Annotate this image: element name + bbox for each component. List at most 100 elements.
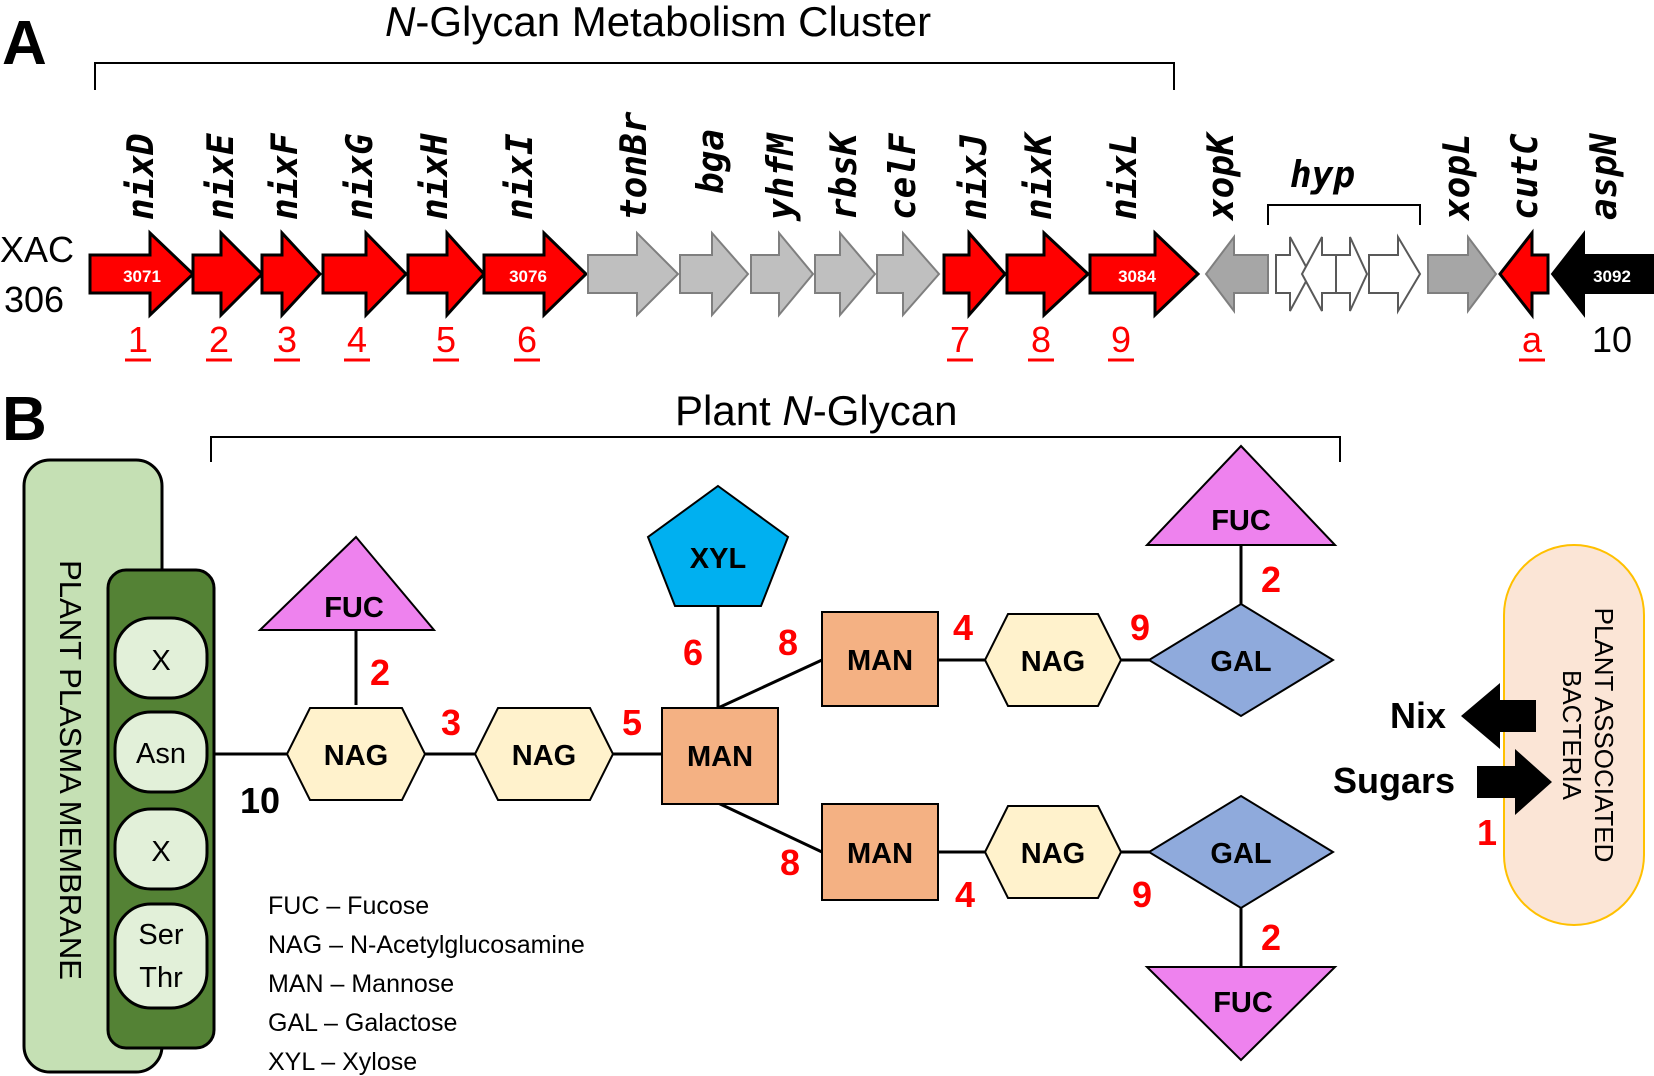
cluster-title: N-Glycan Metabolism Cluster — [385, 0, 931, 45]
gene-arrow-nixG — [321, 229, 409, 319]
plasma-membrane-label: PLANT PLASMA MEMBRANE — [53, 560, 88, 980]
linkage-gal-fuc-top: 2 — [1261, 559, 1281, 600]
gene-arrow-hyp-4 — [1368, 233, 1422, 315]
gene-name-nixF: nixF — [265, 132, 306, 220]
gal-bot-diamond — [1147, 794, 1335, 910]
nix-label: Nix — [1390, 695, 1446, 736]
gene-arrow-nixL — [1088, 229, 1201, 319]
linkage-gal-fuc-bot: 2 — [1261, 917, 1281, 958]
gal-top-label: GAL — [1210, 646, 1271, 678]
man-top-label: MAN — [847, 645, 913, 677]
gene-name-nixG: nixG — [340, 133, 381, 220]
gene-arrow-nixH — [406, 229, 487, 319]
gene-name-cutC: cutC — [1505, 133, 1546, 220]
linkage-man-nag-bot: 4 — [955, 874, 975, 915]
glycan-title-italic: N — [782, 387, 813, 434]
gene-names: nixD nixE nixF nixG nixH nixI tonBr bga … — [121, 111, 1625, 222]
residue-x1 — [113, 616, 209, 700]
gene-name-aspN: aspN — [1584, 132, 1625, 220]
linkage-man-man-bot: 8 — [780, 842, 800, 883]
nag-top-label: NAG — [1021, 646, 1085, 678]
gene-name-nixJ: nixJ — [954, 133, 995, 220]
gene-arrow-aspN — [1550, 230, 1654, 318]
gene-name-celF: celF — [883, 132, 924, 220]
linkage-numbers: 2 3 5 6 8 4 9 2 8 4 9 2 — [370, 559, 1281, 958]
linkage-nag-gal-top: 9 — [1130, 607, 1150, 648]
gene-arrow-xopL — [1427, 234, 1498, 314]
gene-name-xopK: xopK — [1201, 130, 1242, 222]
legend-fuc: FUC – Fucose — [268, 892, 429, 920]
residue-asn — [113, 710, 209, 794]
gene-arrows-red-2 — [942, 229, 1201, 319]
linkage-man-man-top: 8 — [778, 622, 798, 663]
gene-num-7: 7 — [950, 319, 970, 360]
gene-name-nixE: nixE — [201, 133, 242, 220]
nag-bot-label: NAG — [1021, 838, 1085, 870]
strain-label-line2: 306 — [4, 279, 64, 320]
gene-name-bga: bga — [691, 129, 732, 194]
locus-3071: 3071 — [123, 267, 161, 286]
gene-arrow-nixJ — [942, 229, 1007, 319]
residue-ser-thr — [113, 902, 209, 1010]
nix-arrow — [1461, 683, 1536, 749]
gene-arrow-hyp-2 — [1300, 236, 1337, 312]
gene-arrow-xopK — [1204, 234, 1269, 314]
gene-name-nixL: nixL — [1104, 133, 1145, 220]
gene-arrow-tonBr — [587, 230, 680, 318]
gene-arrow-cutC — [1498, 228, 1550, 320]
gene-arrows-grey — [587, 230, 941, 318]
gene-arrow-nixE — [191, 229, 265, 319]
gal-bot-label: GAL — [1210, 838, 1271, 870]
legend-man: MAN – Mannose — [268, 970, 454, 998]
gene-name-nixH: nixH — [415, 133, 456, 220]
gene-arrow-nixK — [1005, 229, 1091, 319]
cluster-title-rest: -Glycan Metabolism Cluster — [415, 0, 931, 45]
gene-arrow-hyp-1 — [1275, 236, 1312, 312]
residue-x1-label: X — [151, 645, 170, 677]
gene-num-4: 4 — [347, 319, 367, 360]
legend-gal: GAL – Galactose — [268, 1009, 457, 1037]
gene-arrow-celF — [876, 230, 941, 318]
bacteria-label-line1: PLANT ASSOCIATED — [1589, 608, 1619, 863]
gene-num-a: a — [1522, 319, 1543, 360]
fuc-bot-label: FUC — [1213, 987, 1273, 1019]
nag1-label: NAG — [324, 740, 388, 772]
locus-3092: 3092 — [1593, 267, 1631, 286]
nag-top-hexagon — [983, 613, 1123, 707]
linkage-xyl-man: 6 — [683, 632, 703, 673]
bacteria-cell — [1503, 544, 1645, 926]
hyp-bracket — [1267, 204, 1421, 225]
gene-num-1: 1 — [128, 319, 148, 360]
sugars-label: Sugars — [1333, 760, 1455, 801]
nag1-hexagon — [285, 707, 427, 801]
gal-top-diamond — [1147, 602, 1335, 718]
linkage-nag-nag: 3 — [441, 702, 461, 743]
fuc-top-triangle — [1144, 444, 1338, 546]
gene-name-nixI: nixI — [500, 133, 541, 220]
gene-num-3: 3 — [277, 319, 297, 360]
fuc-left-triangle — [257, 535, 437, 631]
linkage-asn-nag: 10 — [240, 780, 280, 821]
legend-xyl: XYL – Xylose — [268, 1048, 417, 1076]
nag2-label: NAG — [512, 740, 576, 772]
gene-arrow-nixF — [260, 229, 323, 319]
locus-3076: 3076 — [509, 267, 547, 286]
gene-num-2: 2 — [209, 319, 229, 360]
gene-name-nixK: nixK — [1019, 130, 1060, 220]
linkage-fuc-nag: 2 — [370, 652, 390, 693]
glycan-bracket — [210, 436, 1341, 462]
fuc-left-label: FUC — [324, 592, 384, 624]
gene-num-5: 5 — [436, 319, 456, 360]
linkage-nag-gal-bot: 9 — [1132, 874, 1152, 915]
gene-num-10: 10 — [1592, 319, 1632, 360]
gene-name-tonBr: tonBr — [614, 111, 655, 220]
gene-arrow-nixI — [482, 229, 589, 319]
gene-arrow-nixD — [88, 229, 196, 319]
gene-arrow-rbsK — [814, 230, 877, 318]
strain-label-line1: XAC — [0, 229, 74, 270]
nag-bot-hexagon — [983, 805, 1123, 899]
gene-name-hyp: hyp — [1290, 155, 1355, 196]
residue-x2 — [113, 807, 209, 891]
gene-name-xopL: xopL — [1437, 133, 1478, 222]
residue-x2-label: X — [151, 836, 170, 868]
